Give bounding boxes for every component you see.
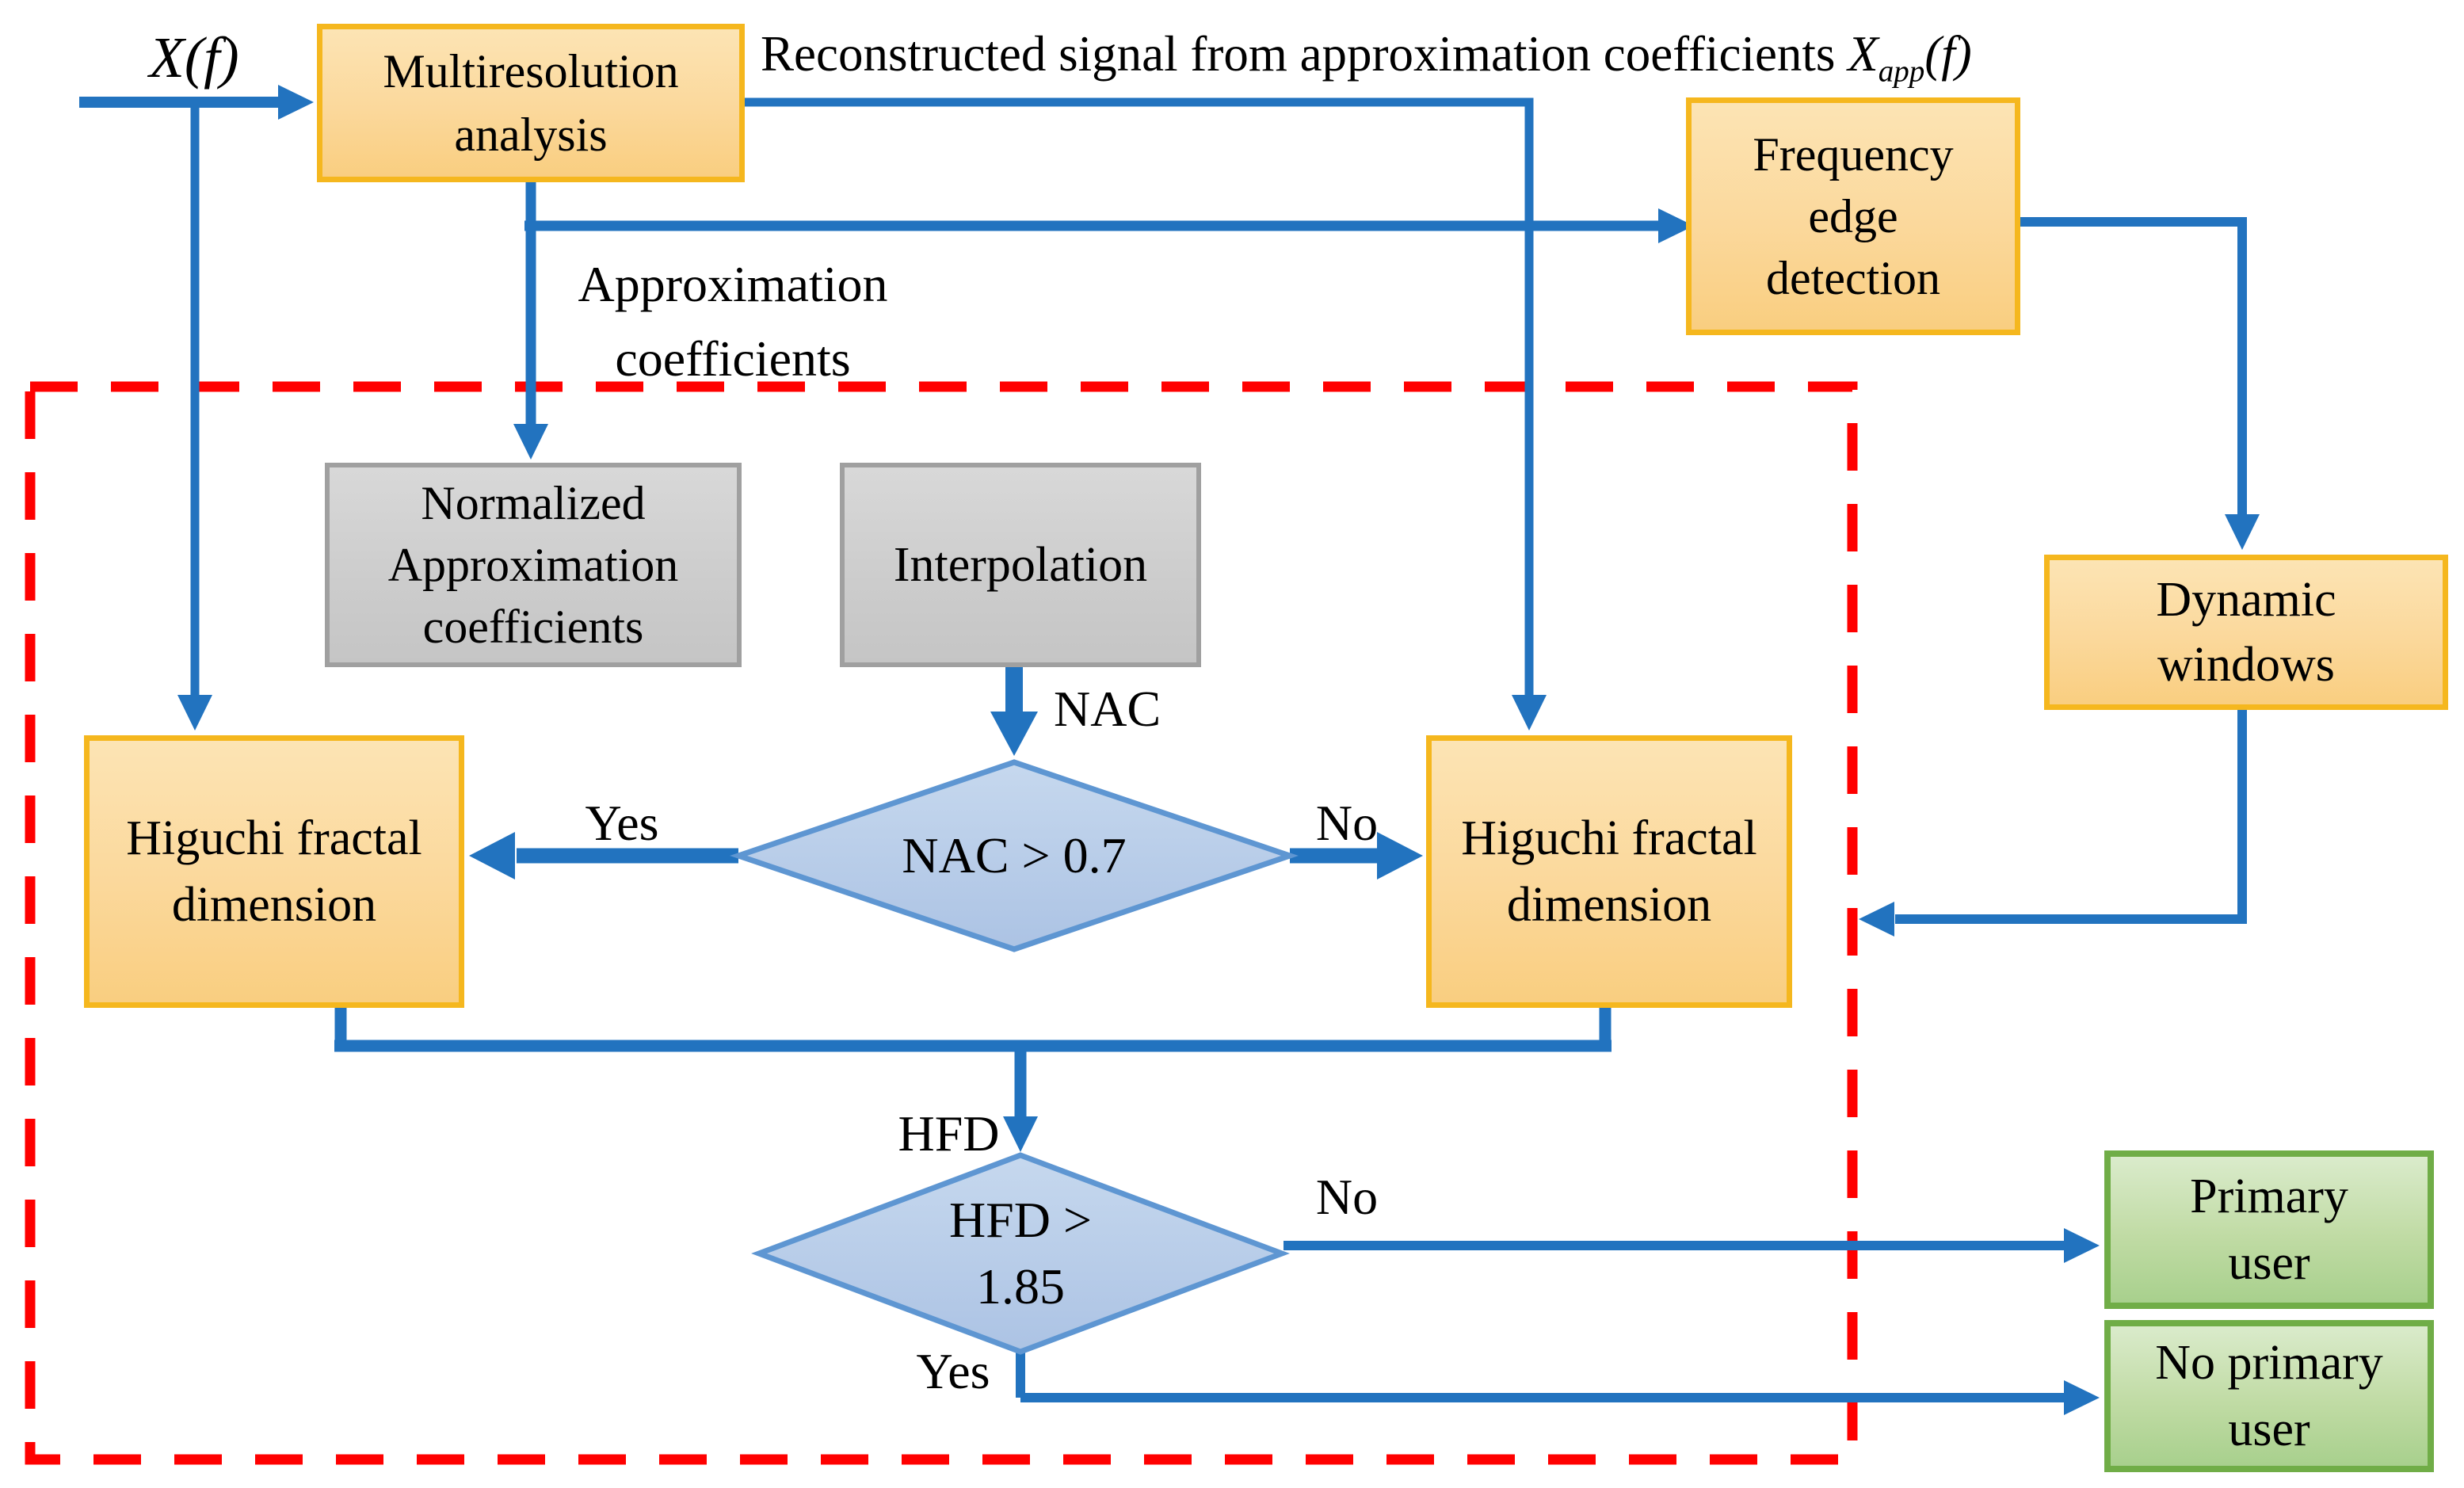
- caption-arg: (f): [1924, 26, 1972, 82]
- hfd-yes-label: Yes: [916, 1343, 990, 1399]
- node-dynamic-windows: Dynamic windows: [2044, 555, 2448, 710]
- caption-subscript: app: [1878, 54, 1925, 89]
- arrow-into-region: [1859, 902, 1894, 937]
- arrow-into-hfd-decision: [1003, 1116, 1038, 1152]
- approximation-coefficients-label: Approximation coefficients: [578, 256, 888, 387]
- node-higuchi-fractal-dimension-left: Higuchi fractal dimension: [84, 735, 464, 1008]
- arrow-into-no-primary-user: [2064, 1380, 2100, 1415]
- edge-dynamic-to-region: [1895, 708, 2247, 924]
- arrow-into-dynamic-windows: [2225, 514, 2260, 550]
- hfd-edge-label: HFD: [898, 1105, 1000, 1162]
- hfd-decision-label: HFD > 1.85: [948, 1192, 1093, 1314]
- arrow-into-frequency-edge: [1658, 208, 1694, 243]
- edge-frequency-to-dynamic: [2020, 217, 2247, 517]
- dashed-region-border: [25, 381, 1858, 1465]
- input-signal-label: X(f): [127, 22, 261, 93]
- nac-decision-diamond: [730, 759, 1299, 952]
- node-interpolation: Interpolation: [840, 463, 1201, 667]
- arrowheads: [177, 85, 2260, 1415]
- arrow-into-higuchi-right-top: [1512, 695, 1547, 731]
- input-signal-var: X: [149, 25, 185, 90]
- nac-yes-label: Yes: [585, 795, 659, 851]
- edge-hfd-join: [334, 1006, 1612, 1117]
- node-normalized-approximation-coefficients: Normalized Approximation coefficients: [325, 463, 742, 667]
- edge-reconstructed-to-higuchi-right: [743, 97, 1534, 697]
- nac-edge-label: NAC: [1054, 681, 1161, 737]
- edge-hfd-yes: [1016, 1349, 2065, 1402]
- arrow-into-higuchi-left-top: [177, 695, 212, 731]
- reconstructed-signal-caption: Reconstructed signal from approximation …: [761, 24, 2282, 90]
- edge-approx-coefficients: [524, 182, 1661, 425]
- hfd-decision-diamond: [751, 1152, 1290, 1355]
- node-frequency-edge-detection: Frequency edge detection: [1686, 97, 2020, 335]
- input-signal-arg: (f): [184, 25, 239, 90]
- caption-var: X: [1848, 26, 1879, 82]
- hfd-no-label: No: [1315, 1169, 1379, 1225]
- arrow-into-multiresolution: [278, 85, 314, 120]
- caption-text: Reconstructed signal from approximation …: [761, 26, 1848, 82]
- arrow-into-higuchi-right-side: [1377, 832, 1423, 879]
- node-no-primary-user: No primary user: [2104, 1320, 2434, 1472]
- nac-no-label: No: [1315, 795, 1379, 851]
- arrow-into-normalized: [513, 424, 548, 460]
- node-primary-user: Primary user: [2104, 1150, 2434, 1309]
- node-higuchi-fractal-dimension-right: Higuchi fractal dimension: [1426, 735, 1792, 1008]
- arrow-into-nac-decision: [990, 712, 1038, 756]
- connectors: [79, 97, 2247, 1402]
- arrow-into-primary-user: [2064, 1228, 2100, 1263]
- nac-decision-label: NAC > 0.7: [902, 827, 1127, 883]
- node-multiresolution-analysis: Multiresolution analysis: [317, 24, 745, 182]
- arrow-into-higuchi-left-side: [469, 832, 515, 879]
